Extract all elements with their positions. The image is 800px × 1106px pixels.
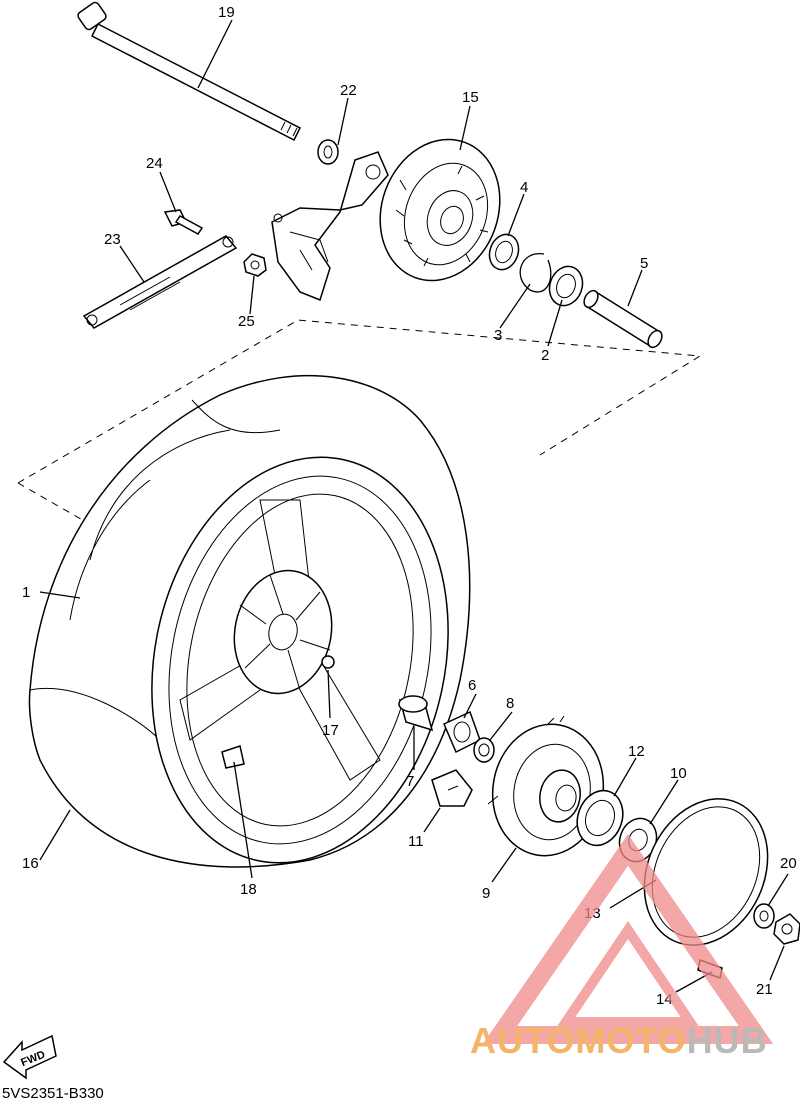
watermark-text-part1: AUTOMOTO	[470, 1020, 687, 1061]
callout-22: 22	[340, 82, 357, 99]
circlip-3	[519, 253, 552, 293]
callout-8: 8	[506, 695, 514, 712]
clutch-hub-9	[487, 715, 605, 857]
callout-9: 9	[482, 885, 490, 902]
fwd-arrow-icon: FWD	[2, 1034, 57, 1080]
watermark-logo-icon	[482, 834, 774, 1044]
axle-shaft	[77, 1, 302, 142]
callout-16: 16	[22, 855, 39, 872]
callout-19: 19	[218, 4, 235, 21]
callout-21: 21	[756, 981, 773, 998]
callout-1: 1	[22, 584, 30, 601]
balancer-17	[321, 655, 335, 669]
callout-10: 10	[670, 765, 687, 782]
ring-8	[473, 737, 495, 763]
washer-20	[753, 903, 775, 929]
leader-lines	[39, 19, 789, 993]
callout-18: 18	[240, 881, 257, 898]
callout-11: 11	[408, 833, 424, 850]
bearing-2	[548, 265, 584, 307]
nut-25	[243, 253, 267, 277]
collar-22	[317, 139, 339, 165]
callout-3: 3	[494, 327, 502, 344]
bearing-4	[488, 233, 520, 271]
callout-2: 2	[541, 347, 549, 364]
collar-7	[398, 695, 434, 732]
caliper-bracket	[271, 151, 389, 301]
torque-rod	[82, 235, 238, 329]
callout-23: 23	[104, 231, 121, 248]
wheel-tire	[28, 374, 471, 868]
callout-7: 7	[406, 773, 414, 790]
watermark-text: AUTOMOTOHUB	[470, 1020, 768, 1062]
hub-15	[379, 138, 501, 282]
spacer-5	[583, 289, 663, 349]
callout-24: 24	[146, 155, 163, 172]
callout-5: 5	[640, 255, 648, 272]
damper-11	[431, 769, 473, 807]
callout-4: 4	[520, 179, 528, 196]
oil-seal-12	[576, 789, 624, 847]
callout-6: 6	[468, 677, 476, 694]
diagram-part-code: 5VS2351-B330	[2, 1085, 104, 1102]
callout-25: 25	[238, 313, 255, 330]
bolt-24	[163, 209, 204, 235]
nut-21	[773, 913, 800, 945]
watermark-text-part2: HUB	[686, 1020, 768, 1061]
callout-17: 17	[322, 722, 339, 739]
callout-12: 12	[628, 743, 645, 760]
callout-20: 20	[780, 855, 797, 872]
callout-15: 15	[462, 89, 479, 106]
